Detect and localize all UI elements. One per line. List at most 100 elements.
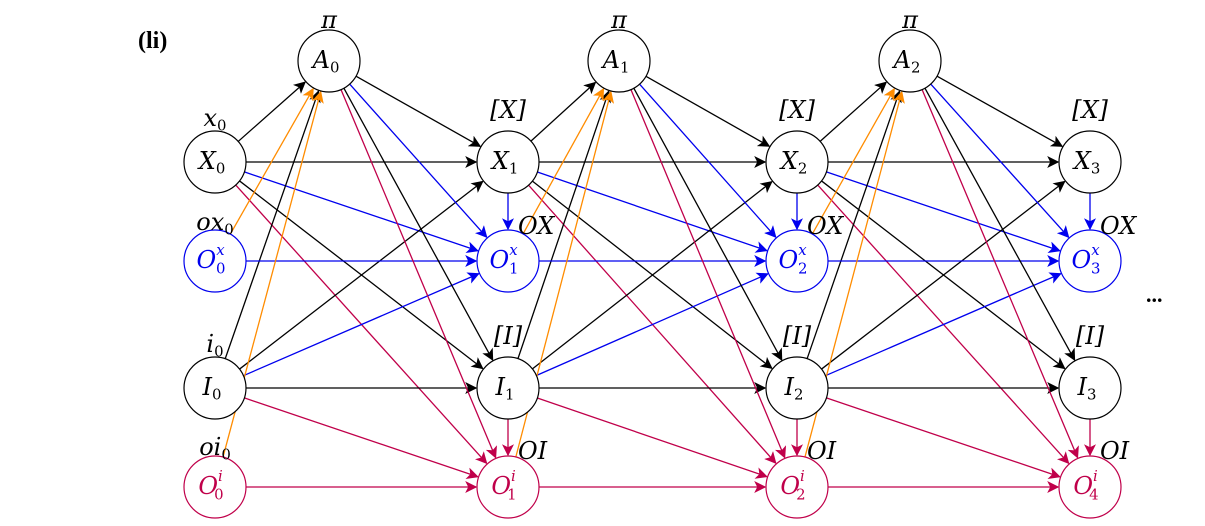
label-oi2l: OI	[807, 437, 837, 465]
label-pi2: π	[901, 6, 919, 34]
edge-x0-to-ox1	[244, 171, 479, 253]
node-circle	[1058, 455, 1122, 519]
node-circle	[1058, 229, 1122, 293]
edge-ox2-to-a2	[811, 87, 895, 235]
edge-a2-to-oi4	[921, 89, 1079, 459]
node-x2: X2	[765, 130, 829, 194]
edge-a0-to-oi1	[340, 89, 497, 459]
edge-a2-to-ox3	[930, 83, 1070, 239]
edge-a0-to-x1	[355, 75, 482, 147]
node-circle	[476, 130, 540, 194]
edge-i0-to-oi1	[244, 397, 479, 479]
edge-x1-to-ox2	[537, 171, 768, 253]
edge-a1-to-i2	[633, 87, 783, 361]
node-circle	[183, 130, 247, 194]
edge-i0-to-x1	[239, 180, 484, 370]
node-circle	[765, 455, 829, 519]
node-circle	[765, 229, 829, 293]
node-i0: I0	[183, 356, 247, 420]
node-circle	[476, 455, 540, 519]
node-circle	[1058, 130, 1122, 194]
node-i2: I2	[765, 356, 829, 420]
continuation-ellipsis: ...	[1146, 282, 1163, 307]
label-oi1l: OI	[518, 437, 548, 465]
panel-label: (li)	[138, 28, 168, 54]
node-circle	[183, 356, 247, 420]
label-ox1l: OX	[518, 212, 555, 240]
node-circle	[476, 356, 540, 420]
node-circle	[1058, 356, 1122, 420]
label-ox3l: OX	[1100, 212, 1137, 240]
node-a0: A0	[297, 29, 361, 93]
label-i2b: [I]	[783, 322, 812, 350]
label-i3b: [I]	[1076, 322, 1105, 350]
edge-i2-to-ox3	[825, 272, 1062, 377]
edge-a0-to-ox1	[349, 83, 488, 239]
node-a2: A2	[878, 29, 942, 93]
node-circle	[765, 356, 829, 420]
label-i0: i0	[206, 330, 223, 361]
edge-a1-to-ox2	[639, 83, 777, 238]
node-i1: I1	[476, 356, 540, 420]
label-ox0: ox0	[196, 208, 233, 239]
label-i1b: [I]	[494, 322, 523, 350]
edge-i2-to-a2	[806, 90, 902, 359]
node-circle	[297, 29, 361, 93]
edge-a2-to-x3	[936, 75, 1064, 147]
node-circle	[183, 229, 247, 293]
edge-i1-to-a1	[517, 90, 611, 359]
edge-x1-to-a1	[530, 81, 597, 142]
node-circle	[587, 29, 651, 93]
node-circle	[476, 229, 540, 293]
edge-a1-to-oi2	[630, 89, 787, 459]
node-a1: A1	[587, 29, 651, 93]
label-pi1: π	[610, 6, 628, 34]
node-x3: X3	[1058, 130, 1122, 194]
node-x1: X1	[476, 130, 540, 194]
label-pi0: π	[320, 6, 338, 34]
edge-i2-to-oi4	[826, 397, 1061, 479]
edge-i1-to-oi2	[537, 397, 768, 479]
node-x0: X0	[183, 130, 247, 194]
label-oi4l: OI	[1100, 437, 1130, 465]
label-x3b: [X]	[1072, 96, 1108, 124]
node-i3: I3	[1058, 356, 1122, 420]
edge-ox0-to-a0	[229, 87, 314, 235]
edge-i0-to-ox1	[243, 272, 480, 377]
edge-a1-to-x2	[645, 75, 771, 147]
edge-a2-to-i3	[924, 87, 1076, 362]
edge-x0-to-a0	[237, 81, 306, 142]
edge-i1-to-x2	[532, 180, 773, 370]
node-circle	[878, 29, 942, 93]
edge-a0-to-i1	[343, 87, 494, 361]
edge-x2-to-ox3	[826, 171, 1061, 253]
node-circle	[183, 455, 247, 519]
label-ox2l: OX	[807, 212, 844, 240]
edge-i2-to-x3	[821, 180, 1066, 370]
edge-i1-to-ox2	[536, 272, 769, 377]
edge-x2-to-a2	[819, 81, 888, 142]
edge-i0-to-a0	[224, 90, 321, 359]
label-x0: x0	[203, 104, 226, 135]
label-x1b: [X]	[490, 96, 526, 124]
label-oi0: oi0	[199, 433, 231, 464]
edge-ox1-to-a1	[522, 87, 605, 235]
node-circle	[765, 130, 829, 194]
